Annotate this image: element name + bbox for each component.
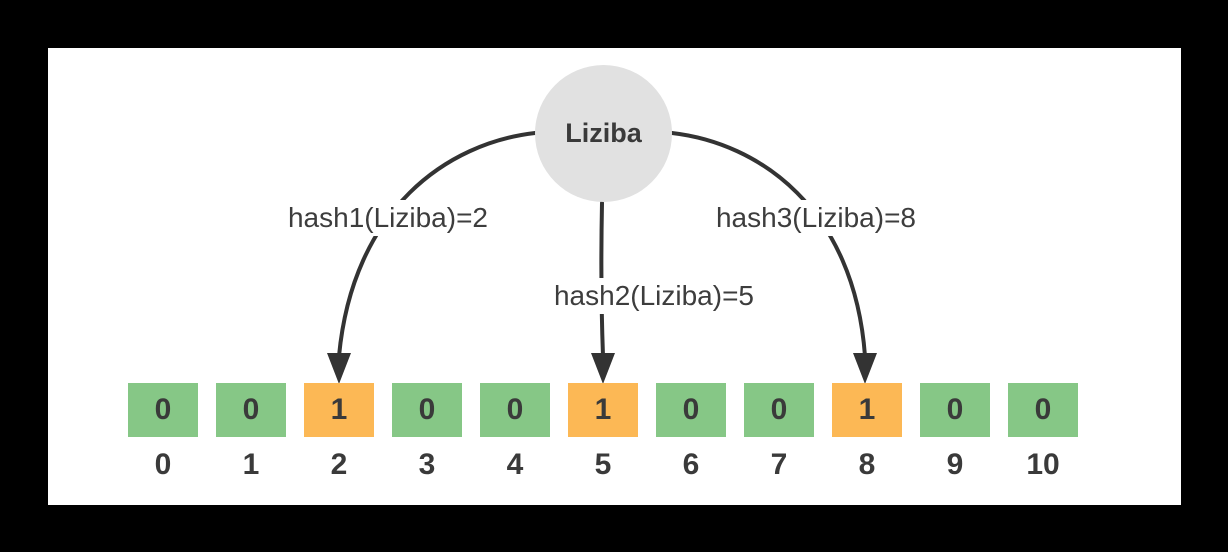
hash1-arrowhead-icon [327,353,351,384]
index-label-6: 6 [682,448,700,481]
index-label-9: 9 [946,448,964,481]
bit-cell-7: 0 [744,383,814,437]
bit-cell-1: 0 [216,383,286,437]
bit-cell-2: 1 [304,383,374,437]
key-node-label: Liziba [565,118,642,148]
index-label-7: 7 [770,448,788,481]
index-label-8: 8 [858,448,876,481]
diagram-panel: Liziba hash1(Liziba)=2 hash2(Liziba)=5 h… [48,48,1181,505]
bit-cell-0: 0 [128,383,198,437]
index-label-10: 10 [1026,448,1060,481]
index-label-3: 3 [418,448,436,481]
index-label-0: 0 [154,448,172,481]
arrows-layer [327,131,877,384]
index-label-4: 4 [506,448,524,481]
hash1-label: hash1(Liziba)=2 [281,200,495,236]
bit-array: 0 0 1 0 0 1 0 0 1 0 0 [128,383,1078,437]
bit-cell-9: 0 [920,383,990,437]
bit-cell-5: 1 [568,383,638,437]
hash2-arrowhead-icon [591,353,615,384]
hash3-label: hash3(Liziba)=8 [709,200,923,236]
index-label-5: 5 [594,448,612,481]
index-label-2: 2 [330,448,348,481]
bit-cell-4: 0 [480,383,550,437]
key-node: Liziba [535,65,672,202]
bit-cell-10: 0 [1008,383,1078,437]
index-label-1: 1 [242,448,260,481]
hash2-label: hash2(Liziba)=5 [547,278,761,314]
bit-cell-6: 0 [656,383,726,437]
bit-cell-8: 1 [832,383,902,437]
hash3-arrow-curve [670,131,867,358]
bit-cell-3: 0 [392,383,462,437]
hash3-arrowhead-icon [853,353,877,384]
index-row: 0 1 2 3 4 5 6 7 8 9 10 [128,445,1078,485]
hash1-arrow-curve [337,131,537,358]
